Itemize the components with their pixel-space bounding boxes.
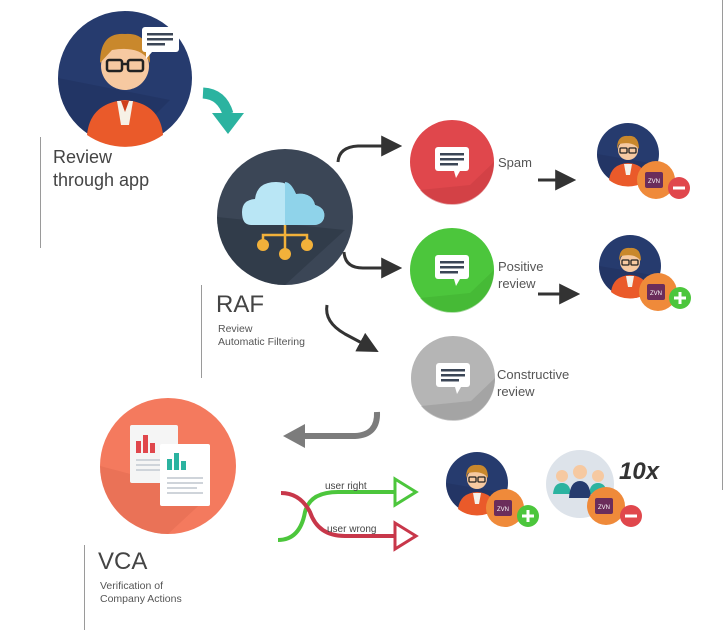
reviewer-avatar-icon (58, 11, 192, 147)
vca-rewarded-user-icon: ZVN (445, 451, 539, 527)
constructive-node-icon (411, 336, 496, 421)
rewarded-user-icon: ZVN (598, 234, 691, 311)
teal-arrow-icon (202, 87, 244, 134)
penalized-group-icon: ZVN (546, 450, 642, 527)
right-border (722, 0, 723, 490)
user-right-label: user right (325, 481, 367, 492)
raf-subtitle: Review Automatic Filtering (218, 323, 305, 349)
user-wrong-label: user wrong (327, 524, 376, 535)
raf-divider (201, 285, 202, 378)
raf-title: RAF (216, 291, 264, 318)
arrow-to-spam (336, 135, 403, 163)
user-right-path: user right (277, 476, 419, 542)
constructive-line-2: review (497, 384, 535, 399)
raf-subtitle-line-1: Review (218, 323, 253, 335)
raf-cloud-node-icon (217, 149, 353, 285)
vca-subtitle-line-2: Company Actions (100, 593, 182, 605)
return-arrow-icon (283, 411, 381, 448)
vca-subtitle: Verification of Company Actions (100, 580, 182, 606)
token-label: ZVN (598, 505, 610, 511)
constructive-line-1: Constructive (497, 367, 570, 382)
spam-node-icon (410, 120, 495, 205)
token-label: ZVN (650, 291, 662, 297)
review-step-label: Review through app (53, 146, 149, 192)
penalized-user-icon: ZVN (596, 122, 690, 199)
raf-subtitle-line-2: Automatic Filtering (218, 336, 305, 348)
vca-documents-node-icon (100, 398, 236, 534)
arrow-to-positive (342, 251, 403, 279)
positive-label: Positive review (498, 258, 544, 292)
vca-title: VCA (98, 548, 148, 575)
token-label: ZVN (648, 179, 660, 185)
positive-node-icon (410, 228, 495, 313)
multiplier-label: 10x (619, 458, 660, 485)
token-label: ZVN (497, 507, 509, 513)
positive-line-1: Positive (498, 259, 544, 274)
user-wrong-path: user wrong (280, 491, 419, 552)
vca-divider (84, 545, 85, 630)
review-divider (40, 137, 41, 248)
spam-label: Spam (498, 155, 532, 170)
positive-line-2: review (498, 276, 536, 291)
arrow-to-constructive (325, 304, 379, 352)
constructive-label: Constructive review (497, 366, 569, 400)
review-line-2: through app (53, 170, 150, 190)
vca-subtitle-line-1: Verification of (100, 580, 164, 592)
review-line-1: Review (53, 147, 113, 167)
